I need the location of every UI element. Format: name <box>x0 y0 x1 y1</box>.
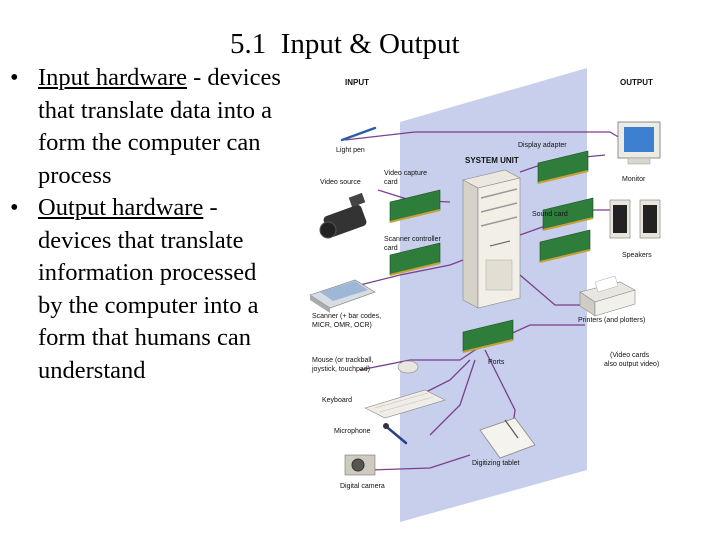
bullet-input-hardware: • Input hardware - devices that translate… <box>10 62 285 192</box>
bullet-text-output: - devices that translate information pro… <box>38 194 259 384</box>
input-header: INPUT <box>345 78 369 87</box>
microphone-icon <box>383 423 408 445</box>
keyboard-icon <box>364 389 446 419</box>
mouse-label: Mouse (or trackball, <box>312 357 374 364</box>
sound-card <box>542 197 594 231</box>
slide-title: 5.1 Input & Output <box>230 28 460 60</box>
scanner-icon <box>309 279 376 313</box>
ports-label: Ports <box>488 359 505 366</box>
system-unit-header: SYSTEM UNIT <box>465 156 519 165</box>
digitizing-tablet-label: Digitizing tablet <box>472 460 520 467</box>
scanner-label-2: MICR, OMR, OCR) <box>312 322 372 329</box>
printers-label: Printers (and plotters) <box>578 317 645 324</box>
bullet-term-input: Input hardware <box>38 64 187 91</box>
bullet-text-input: - devices that translate data into a for… <box>38 64 281 189</box>
light-pen-icon <box>340 126 377 142</box>
scanner-controller-card-label: Scanner controller <box>384 236 441 243</box>
bullet-list: • Input hardware - devices that translate… <box>10 62 285 387</box>
video-capture-card-label: Video capture <box>384 170 427 177</box>
video-cards-note-2: also output video) <box>604 361 659 368</box>
system-unit-tower <box>462 169 521 309</box>
digital-camera-icon <box>344 454 376 476</box>
mouse-label-2: joystick, touchpad) <box>311 366 370 373</box>
light-pen-label: Light pen <box>336 147 365 154</box>
printer-icon <box>579 275 636 317</box>
bullet-dot: • <box>10 64 19 91</box>
bullet-dot: • <box>10 194 19 221</box>
display-adapter-card <box>537 150 589 184</box>
scanner-label: Scanner (+ bar codes, <box>312 313 381 320</box>
sound-card-label: Sound card <box>532 211 568 218</box>
monitor-label: Monitor <box>622 176 646 183</box>
display-adapter-label: Display adapter <box>518 142 567 149</box>
monitor-icon <box>617 121 661 165</box>
video-camera-icon <box>319 192 367 239</box>
bullet-output-hardware: • Output hardware - devices that translat… <box>10 192 285 387</box>
microphone-label: Microphone <box>334 428 371 435</box>
video-capture-card <box>389 189 441 223</box>
keyboard-label: Keyboard <box>322 397 352 404</box>
speakers-icon <box>609 199 661 239</box>
video-source-label: Video source <box>320 179 361 186</box>
video-capture-card-label-2: card <box>384 179 398 186</box>
output-header: OUTPUT <box>620 78 653 87</box>
ports-card <box>462 319 514 353</box>
io-hardware-diagram: INPUT OUTPUT SYSTEM UNIT Light pen Video… <box>309 68 661 522</box>
digital-camera-label: Digital camera <box>340 483 385 490</box>
bullet-term-output: Output hardware <box>38 194 204 221</box>
video-cards-note: (Video cards <box>610 352 650 359</box>
printer-port-card <box>539 229 591 263</box>
digitizing-tablet-icon <box>479 417 536 459</box>
speakers-label: Speakers <box>622 252 652 259</box>
mouse-icon <box>397 360 419 374</box>
scanner-controller-card-label-2: card <box>384 245 398 252</box>
scanner-controller-card <box>389 242 441 276</box>
